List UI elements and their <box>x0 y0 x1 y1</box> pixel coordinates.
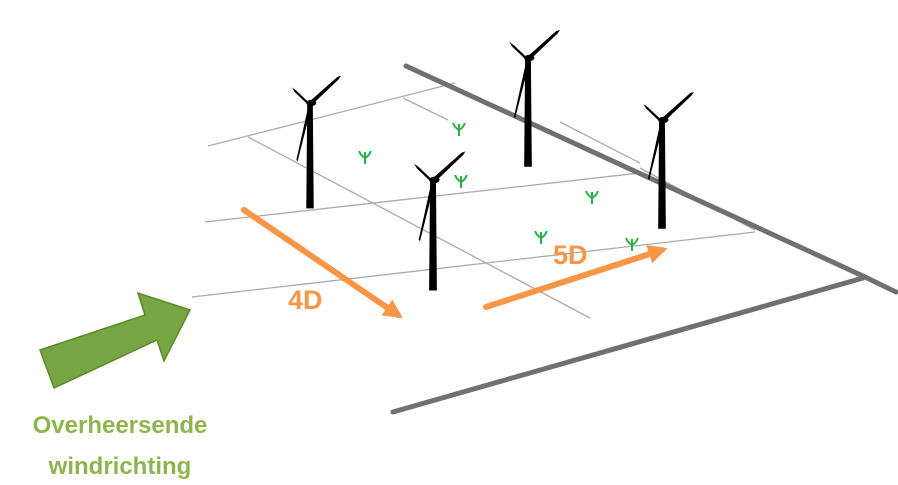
wind-turbine-icon <box>643 91 694 229</box>
crop-sprout-icon <box>452 122 466 137</box>
road <box>390 63 898 415</box>
wind-direction-label-line1: Overheersende <box>32 412 208 439</box>
field-grid-line <box>247 136 591 319</box>
wind-direction-arrow-icon <box>39 291 192 390</box>
field-grid-line <box>207 82 456 147</box>
crop-sprout-icon <box>454 174 468 189</box>
wind-direction-label-line2: windrichting <box>48 453 192 480</box>
wind-turbine-icon <box>414 151 466 291</box>
spacing-label-5d: 5D <box>553 240 588 270</box>
crop-sprout-icon <box>625 237 639 252</box>
road-edge <box>390 275 866 415</box>
crop-sprout-icon <box>585 190 599 205</box>
crop-sprout-icon <box>534 230 548 245</box>
field-grid-line <box>191 231 756 298</box>
wind-turbine-icon <box>292 75 341 209</box>
road-edge <box>403 63 898 295</box>
spacing-arrow-along-wind <box>241 207 403 319</box>
spacing-label-4d: 4D <box>288 285 323 315</box>
field-grid <box>191 82 756 319</box>
spacing-arrow-across-wind <box>483 245 668 310</box>
wind-turbine-icon <box>509 29 560 167</box>
crop-sprout-icon <box>358 150 372 165</box>
crop-sprouts <box>358 122 639 252</box>
field-grid-line <box>402 97 449 121</box>
field-grid-line <box>559 121 641 164</box>
field-grid-line <box>204 172 641 223</box>
